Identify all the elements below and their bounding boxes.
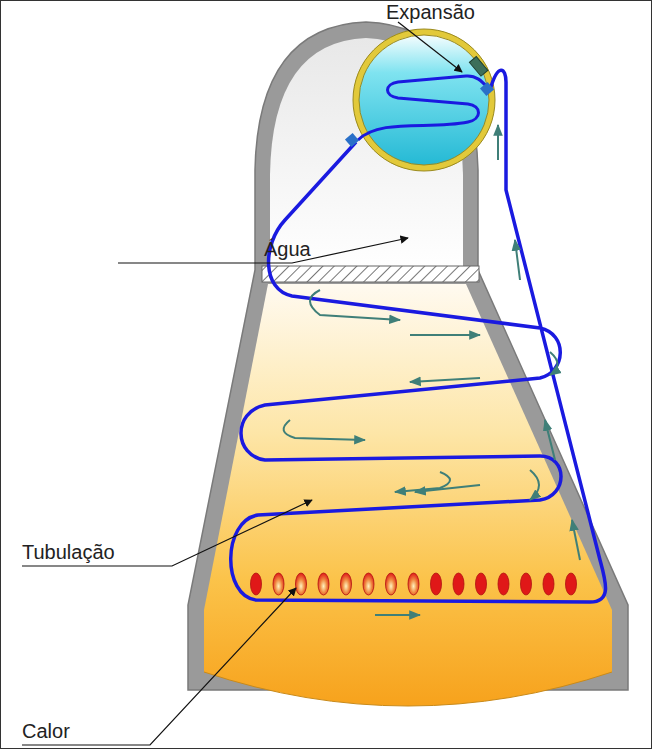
flame (543, 573, 554, 595)
part-label: Calor (22, 720, 70, 742)
flame (566, 573, 577, 595)
flame (318, 573, 329, 595)
flame (273, 573, 284, 595)
flame (476, 573, 487, 595)
part-label: Tubulação (22, 541, 115, 563)
flame (498, 573, 509, 595)
flame (431, 573, 442, 595)
flame (408, 573, 419, 595)
part-label: Expansão (386, 1, 475, 23)
part-label: Água (264, 238, 311, 260)
flame (521, 573, 532, 595)
flame (251, 573, 262, 595)
flame (386, 573, 397, 595)
flame (296, 573, 307, 595)
flame (363, 573, 374, 595)
flame (453, 573, 464, 595)
flame (341, 573, 352, 595)
